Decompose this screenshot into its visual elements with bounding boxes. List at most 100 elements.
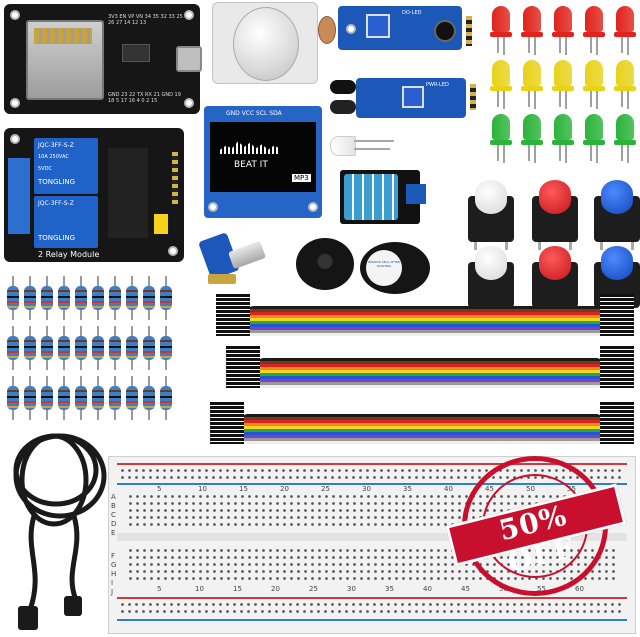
resistor bbox=[91, 276, 105, 320]
breadboard-row-letter: G bbox=[111, 561, 117, 569]
rail-line bbox=[117, 483, 627, 485]
led-green bbox=[614, 114, 636, 163]
breadboard-row-letter: E bbox=[111, 529, 116, 537]
relay-model: JQC-3FF-S-Z bbox=[38, 142, 74, 149]
oled-screen: BEAT IT MP3 bbox=[210, 122, 316, 192]
breadboard-row-letter: H bbox=[111, 570, 117, 578]
oled-display: GND VCC SCL SDA BEAT IT MP3 bbox=[204, 106, 322, 218]
breadboard-number: 25 bbox=[321, 485, 330, 493]
usb-port bbox=[176, 46, 202, 72]
led-green bbox=[490, 114, 512, 163]
oled-tag: MP3 bbox=[292, 174, 311, 182]
header-pins bbox=[470, 84, 476, 110]
relay-1: TONGLING JQC-3FF-S-Z 10A 250VAC 5VDC bbox=[34, 138, 98, 194]
led-red bbox=[552, 6, 574, 55]
breadboard-number: 25 bbox=[309, 585, 318, 593]
rail-line bbox=[117, 619, 627, 621]
resistor bbox=[74, 376, 88, 420]
led-yellow bbox=[521, 60, 543, 109]
jumper bbox=[154, 214, 168, 234]
led-yellow bbox=[614, 60, 636, 109]
ir-receiver bbox=[330, 100, 356, 114]
push-button-white bbox=[468, 246, 514, 316]
breadboard-row-letter: J bbox=[111, 588, 114, 596]
breadboard-number: 35 bbox=[403, 485, 412, 493]
resistor bbox=[142, 276, 156, 320]
esp32-board: 3V3 EN VP VN 34 35 32 33 25 26 27 14 12 … bbox=[4, 4, 202, 114]
breadboard-row-letter: D bbox=[111, 520, 117, 528]
led-red bbox=[521, 6, 543, 55]
resistor bbox=[125, 376, 139, 420]
photoresistor bbox=[318, 16, 336, 44]
esp32-module bbox=[26, 20, 104, 100]
resistor bbox=[40, 326, 54, 370]
resistor bbox=[6, 276, 20, 320]
relay-brand: TONGLING bbox=[38, 178, 76, 186]
microphone bbox=[434, 20, 456, 42]
breadboard-row-letter: C bbox=[111, 511, 116, 519]
breadboard-number: 5 bbox=[157, 585, 162, 593]
passive-buzzer bbox=[296, 238, 354, 290]
resistor bbox=[57, 326, 71, 370]
breadboard-number: 40 bbox=[444, 485, 453, 493]
mount-hole bbox=[346, 24, 356, 34]
led-green bbox=[552, 114, 574, 163]
push-button-white bbox=[468, 180, 514, 250]
breadboard-number: 15 bbox=[233, 585, 242, 593]
resistor bbox=[142, 376, 156, 420]
header-pins bbox=[172, 152, 178, 204]
resistor bbox=[125, 326, 139, 370]
breadboard-number: 20 bbox=[280, 485, 289, 493]
mount-hole bbox=[168, 246, 178, 256]
relay-voltage: 5VDC bbox=[38, 166, 52, 172]
dht11-sensor-icon bbox=[340, 170, 420, 224]
active-buzzer: REMOVE SEAL AFTER WASHING bbox=[360, 242, 430, 294]
oled-line1: BEAT IT bbox=[234, 160, 268, 170]
relay-2: TONGLING JQC-3FF-S-Z bbox=[34, 196, 98, 248]
breadboard-row-letter: F bbox=[111, 552, 116, 560]
breadboard-row-letter: A bbox=[111, 493, 116, 501]
power-rail-holes bbox=[119, 601, 625, 615]
push-button-red bbox=[532, 180, 578, 250]
ir-sensor-module: PWR-LED bbox=[356, 78, 466, 118]
dht-pcb bbox=[406, 184, 426, 204]
breadboard-number: 10 bbox=[195, 585, 204, 593]
jumper-wire-bundle bbox=[216, 294, 634, 340]
chip bbox=[122, 44, 150, 62]
jumper-wire-bundle bbox=[210, 402, 634, 448]
esp-pin-labels-top: 3V3 EN VP VN 34 35 32 33 25 26 27 14 12 … bbox=[108, 14, 183, 26]
resistor bbox=[91, 326, 105, 370]
relay-module: TONGLING JQC-3FF-S-Z 10A 250VAC 5VDC TON… bbox=[4, 128, 184, 262]
sound-sensor-label: DO-LED bbox=[402, 10, 422, 16]
ir-emitter bbox=[330, 80, 356, 94]
breadboard-row-letter: I bbox=[111, 579, 114, 587]
led-green bbox=[521, 114, 543, 163]
breadboard-number: 45 bbox=[461, 585, 470, 593]
relay-brand: TONGLING bbox=[38, 234, 76, 242]
resistor bbox=[91, 376, 105, 420]
breadboard-number: 5 bbox=[157, 485, 162, 493]
potentiometer-icon bbox=[196, 232, 268, 286]
led-lead bbox=[354, 148, 390, 150]
resistor bbox=[23, 326, 37, 370]
led-yellow bbox=[552, 60, 574, 109]
resistor bbox=[142, 326, 156, 370]
resistor bbox=[108, 326, 122, 370]
led-yellow bbox=[583, 60, 605, 109]
header-pins bbox=[466, 16, 472, 46]
trimmer bbox=[402, 86, 424, 108]
relay-spec: 10A 250VAC bbox=[38, 154, 69, 160]
relay-components bbox=[108, 148, 148, 238]
breadboard-number: 60 bbox=[575, 585, 584, 593]
relay-title: 2 Relay Module bbox=[38, 250, 100, 259]
breadboard-number: 15 bbox=[239, 485, 248, 493]
resistor bbox=[40, 276, 54, 320]
mount-hole bbox=[184, 10, 194, 20]
resistor bbox=[125, 276, 139, 320]
led-red bbox=[614, 6, 636, 55]
led-red bbox=[490, 6, 512, 55]
resistor bbox=[57, 276, 71, 320]
jumper-wire-bundle bbox=[226, 346, 634, 392]
breadboard-number: 35 bbox=[385, 585, 394, 593]
resistor bbox=[40, 376, 54, 420]
